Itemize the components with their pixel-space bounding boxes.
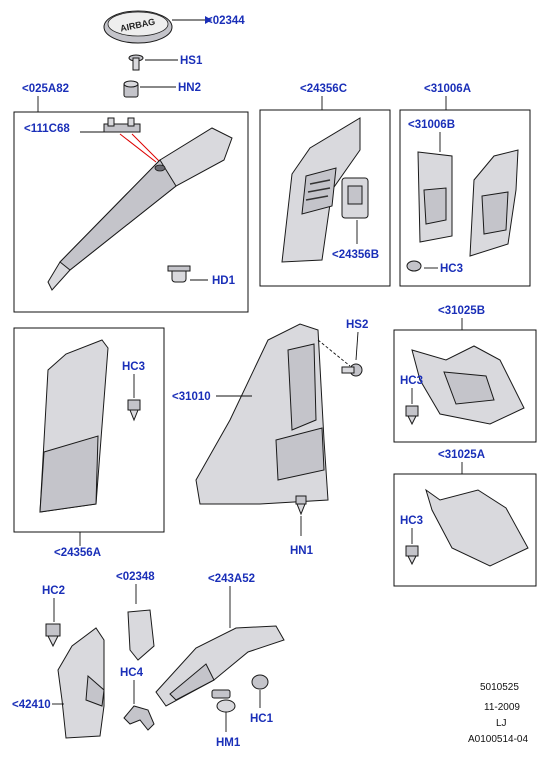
clip-hc1: [251, 674, 269, 690]
trim-31025a: [425, 488, 529, 567]
trim-31025b: [411, 345, 525, 425]
screw-hs2: [341, 363, 363, 377]
clip-hc3-low: [405, 545, 419, 566]
box-31006a: [399, 109, 531, 287]
bracket-hc4: [123, 705, 155, 731]
screw-hs1: [128, 54, 144, 71]
airbag-badge: AIRBAG: [103, 10, 173, 44]
nut-hn2: [123, 80, 139, 98]
box-24356a: [13, 327, 165, 533]
label-31006b: <31006B: [408, 119, 455, 131]
clip-hc3-mid: [405, 405, 419, 426]
label-243a52: <243A52: [208, 573, 255, 585]
label-42410: <42410: [12, 699, 51, 711]
clip-hc3-top: [406, 260, 422, 272]
label-hn1: HN1: [290, 545, 314, 557]
label-hc3-top: HC3: [440, 263, 463, 275]
label-02344: <02344: [206, 15, 245, 27]
label-hn2: HN2: [178, 82, 201, 94]
nut-hn1: [295, 495, 307, 516]
label-31025b: <31025B: [438, 305, 485, 317]
label-24356b: <24356B: [332, 249, 379, 261]
c-pillar-trim-31010: [195, 323, 329, 505]
label-31010: <31010: [172, 391, 211, 403]
red-guide-2: [131, 133, 161, 163]
a-pillar-trim: [47, 127, 233, 291]
arrow-02344: [205, 16, 212, 24]
meta-date: 11-2009: [484, 702, 520, 713]
meta-code: 5010525: [480, 682, 519, 693]
box-31025a: [393, 473, 537, 587]
label-hs2: HS2: [346, 319, 368, 331]
clip-111c68: [103, 117, 141, 133]
label-hm1: HM1: [216, 737, 241, 749]
label-hd1: HD1: [212, 275, 236, 287]
label-24356c: <24356C: [300, 83, 347, 95]
box-a-pillar: [13, 111, 249, 313]
label-hc4: HC4: [120, 667, 144, 679]
red-guide-1: [119, 133, 157, 163]
clip-hc3-left: [127, 399, 141, 422]
label-31025a: <31025A: [438, 449, 485, 461]
b-pillar-lower-trim: [39, 339, 109, 513]
label-hs1: HS1: [180, 55, 203, 67]
trim-02348: [127, 609, 155, 661]
label-hc3-left: HC3: [122, 361, 145, 373]
seatbelt-cover-24356b: [341, 177, 369, 219]
label-hc3-low: HC3: [400, 515, 423, 527]
meta-initials: LJ: [496, 718, 507, 729]
label-111c68: <111C68: [24, 123, 70, 135]
box-31025b: [393, 329, 537, 443]
vent-panel-31006b: [417, 151, 453, 243]
label-31006a: <31006A: [424, 83, 471, 95]
trim-42410: [57, 627, 105, 739]
dashed-guide: [317, 339, 351, 367]
fastener-hm1: [211, 689, 236, 713]
label-hc1: HC1: [250, 713, 274, 725]
box-24356c: [259, 109, 391, 287]
meta-ref: A0100514-04: [468, 734, 528, 745]
label-24356a: <24356A: [54, 547, 101, 559]
clip-hd1: [167, 265, 191, 283]
label-hc3-mid: HC3: [400, 375, 423, 387]
vent-trim-31006a: [469, 149, 519, 257]
trim-243a52: [155, 625, 285, 707]
clip-hc2: [45, 623, 61, 648]
label-025a82: <025A82: [22, 83, 69, 95]
label-hc2: HC2: [42, 585, 65, 597]
label-02348: <02348: [116, 571, 155, 583]
b-pillar-upper-trim: [281, 117, 361, 263]
